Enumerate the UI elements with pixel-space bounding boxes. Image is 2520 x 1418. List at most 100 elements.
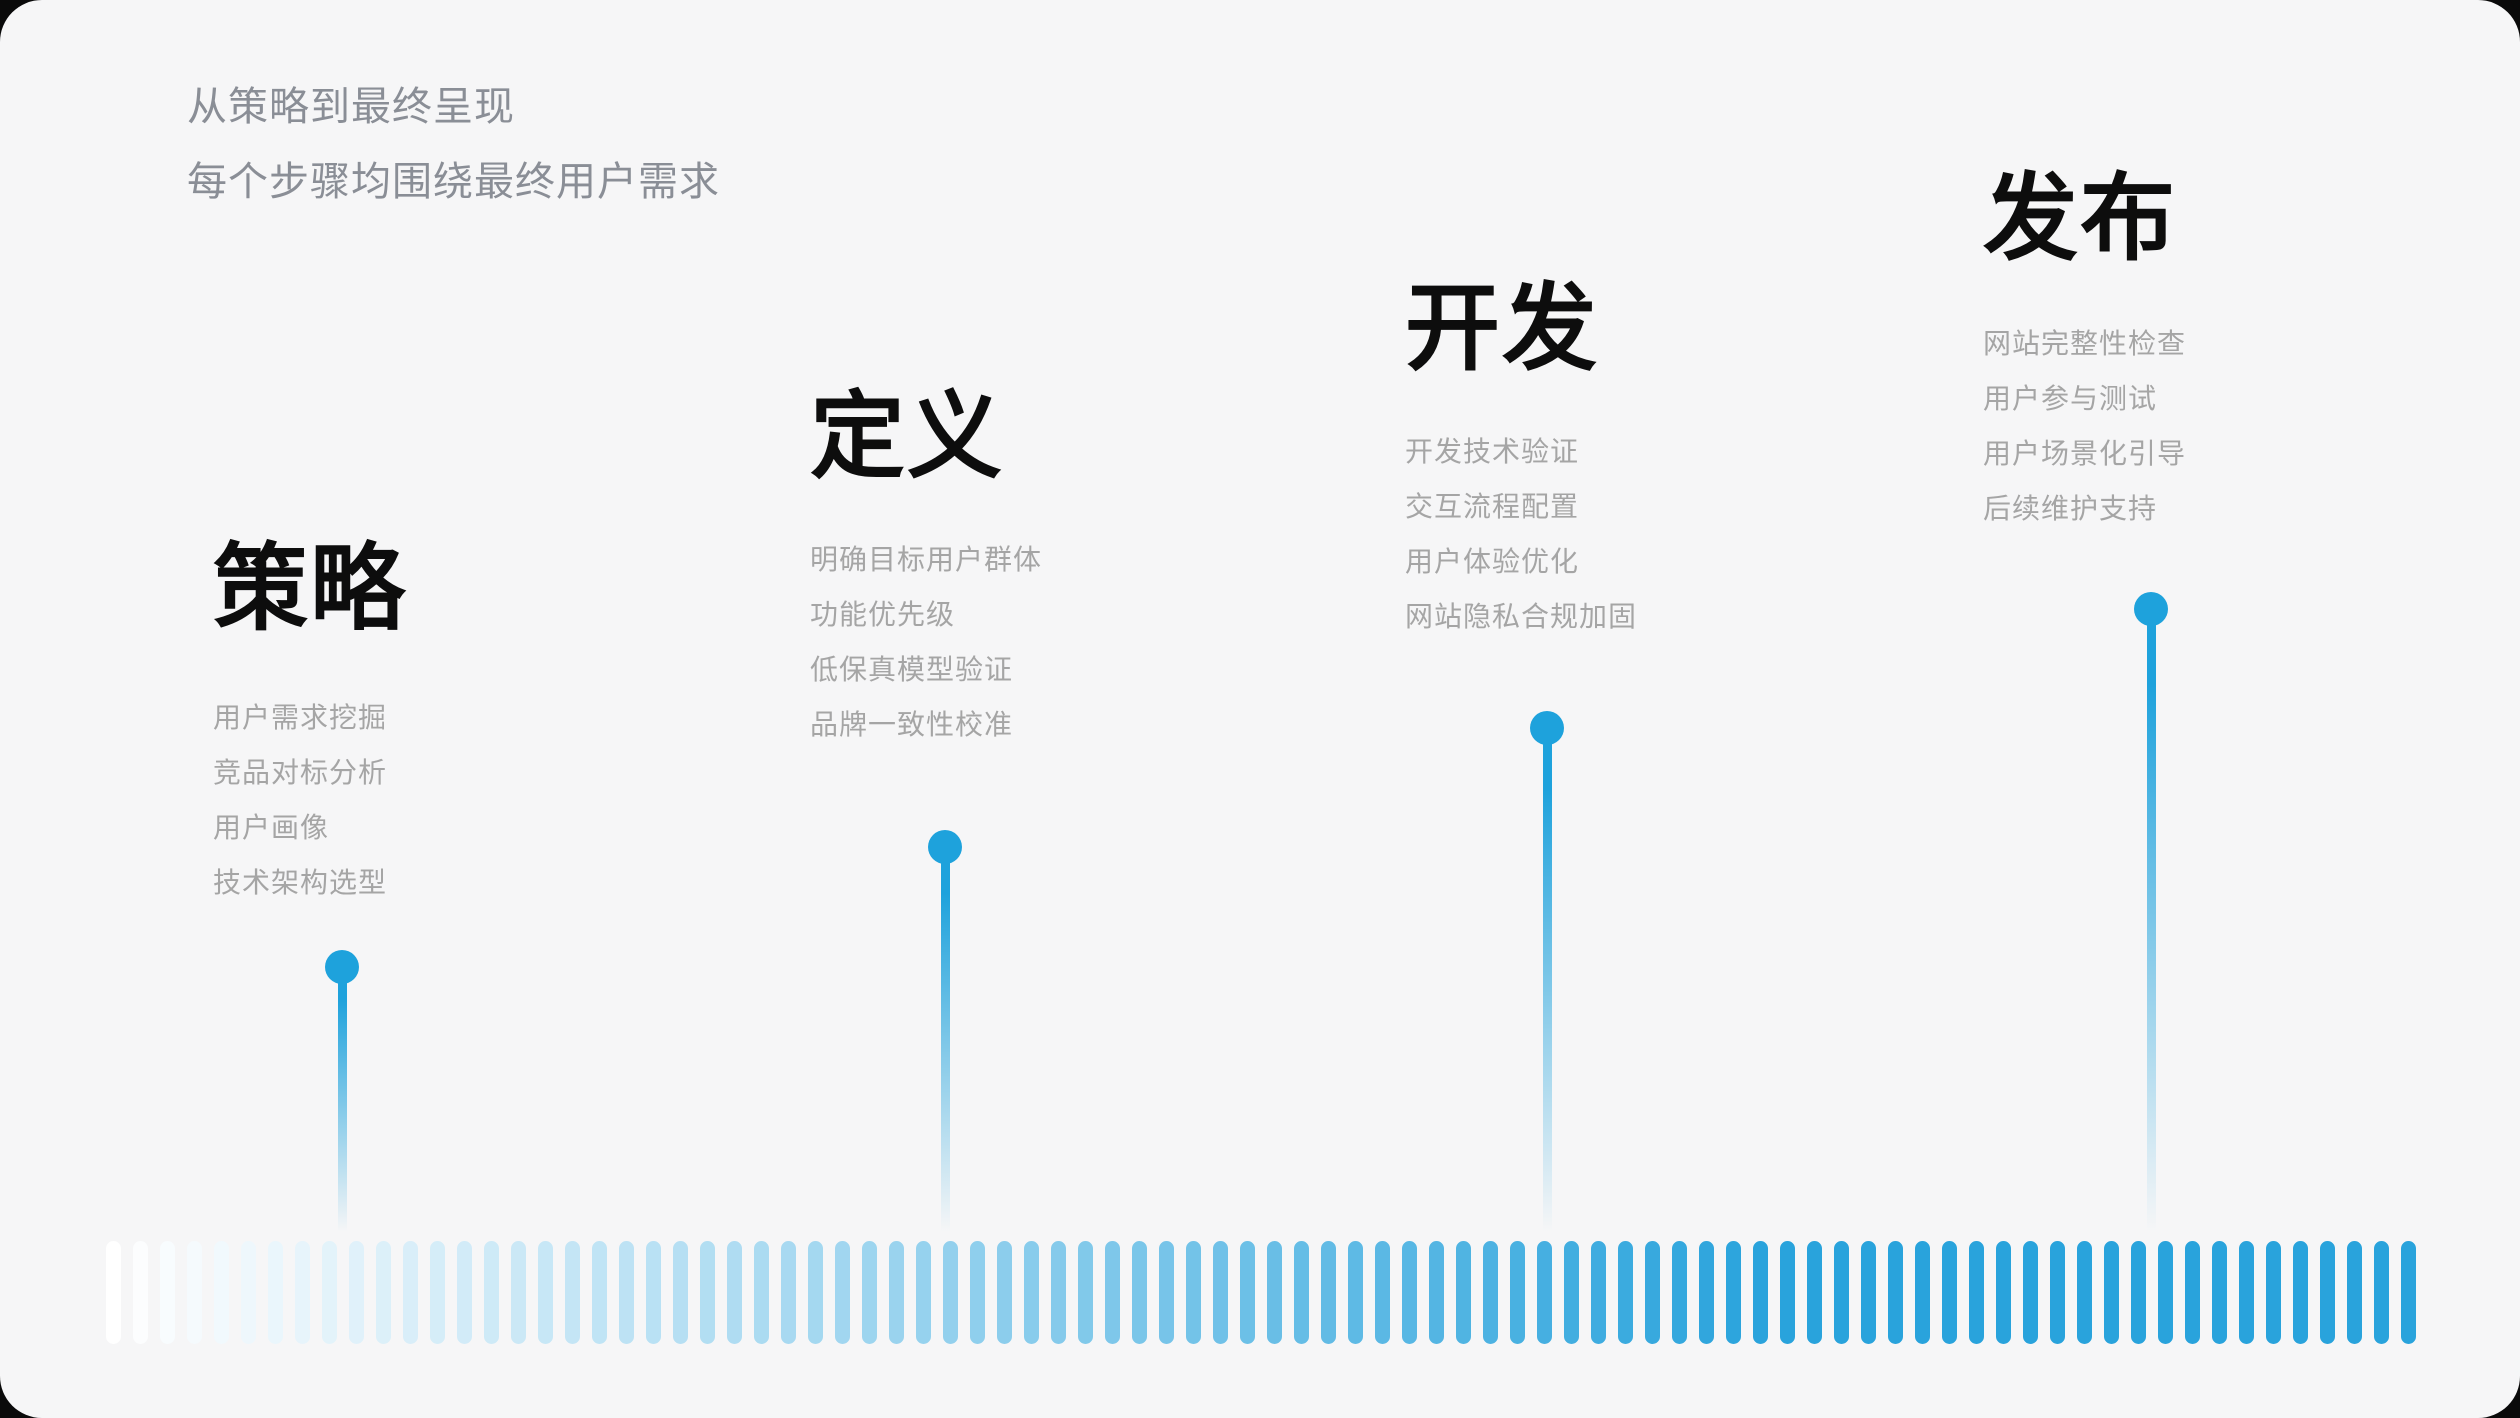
timeline-bar — [2077, 1241, 2092, 1344]
timeline-bar — [970, 1241, 985, 1344]
page-header: 从策略到最终呈现 每个步骤均围绕最终用户需求 — [187, 70, 720, 220]
stage-strategy: 策略 用户需求挖掘 竞品对标分析 用户画像 技术架构选型 — [213, 536, 408, 899]
timeline-bar — [241, 1241, 256, 1344]
timeline-bar — [1429, 1241, 1444, 1344]
timeline-bar — [1780, 1241, 1795, 1344]
timeline-bar — [1240, 1241, 1255, 1344]
stage-title: 定义 — [810, 384, 1005, 490]
timeline-marker-stem — [2147, 609, 2156, 1232]
timeline-bar — [1996, 1241, 2011, 1344]
timeline-bar — [2185, 1241, 2200, 1344]
timeline-bar — [376, 1241, 391, 1344]
timeline-bar — [2131, 1241, 2146, 1344]
timeline-bar — [1321, 1241, 1336, 1344]
stage-develop: 开发 开发技术验证 交互流程配置 用户体验优化 网站隐私合规加固 — [1405, 276, 1636, 633]
stage-item-list: 开发技术验证 交互流程配置 用户体验优化 网站隐私合规加固 — [1405, 424, 1637, 644]
stage-item: 用户需求挖掘 — [213, 702, 388, 733]
stage-item: 开发技术验证 — [1405, 436, 1580, 467]
timeline-bar — [2104, 1241, 2119, 1344]
timeline-bar — [1726, 1241, 1741, 1344]
timeline-bar — [349, 1241, 364, 1344]
timeline-bar — [592, 1241, 607, 1344]
timeline-bar — [1456, 1241, 1471, 1344]
stage-item: 竞品对标分析 — [213, 757, 388, 788]
timeline-bar — [1159, 1241, 1174, 1344]
timeline-bar — [1402, 1241, 1417, 1344]
timeline-bar — [457, 1241, 472, 1344]
timeline-bar — [700, 1241, 715, 1344]
timeline-bar — [1672, 1241, 1687, 1344]
stage-item: 交互流程配置 — [1405, 491, 1580, 522]
timeline-bar — [673, 1241, 688, 1344]
stage-item: 用户场景化引导 — [1983, 438, 2187, 469]
timeline-marker-stem — [941, 847, 950, 1232]
timeline-bar — [1213, 1241, 1228, 1344]
timeline-bar — [1105, 1241, 1120, 1344]
timeline-bar-row — [106, 1241, 2417, 1344]
timeline-bar — [1807, 1241, 1822, 1344]
stage-item: 用户体验优化 — [1405, 546, 1580, 577]
timeline-marker-stem — [338, 967, 347, 1232]
timeline-bar — [2212, 1241, 2227, 1344]
stage-item: 网站完整性检查 — [1983, 328, 2187, 359]
timeline-bar — [403, 1241, 418, 1344]
timeline-bar — [214, 1241, 229, 1344]
timeline-bar — [2293, 1241, 2308, 1344]
timeline-bar — [1483, 1241, 1498, 1344]
timeline-bar — [1267, 1241, 1282, 1344]
stage-title: 开发 — [1405, 276, 1600, 382]
timeline-bar — [565, 1241, 580, 1344]
timeline-bar — [619, 1241, 634, 1344]
timeline-bar — [889, 1241, 904, 1344]
timeline-bar — [1186, 1241, 1201, 1344]
stage-item-list: 用户需求挖掘 竞品对标分析 用户画像 技术架构选型 — [213, 690, 387, 910]
stage-item: 后续维护支持 — [1983, 493, 2158, 524]
timeline-bar — [1375, 1241, 1390, 1344]
timeline-bar — [295, 1241, 310, 1344]
timeline-bar — [1537, 1241, 1552, 1344]
timeline-bar — [1753, 1241, 1768, 1344]
stage-item: 功能优先级 — [810, 599, 956, 630]
timeline-bar — [754, 1241, 769, 1344]
stage-item: 低保真模型验证 — [810, 654, 1014, 685]
timeline-bar — [1294, 1241, 1309, 1344]
timeline-bar — [2320, 1241, 2335, 1344]
timeline-bar — [808, 1241, 823, 1344]
stage-item: 用户画像 — [213, 812, 330, 843]
timeline-bar — [1834, 1241, 1849, 1344]
timeline-bar — [2266, 1241, 2281, 1344]
timeline-bar — [2347, 1241, 2362, 1344]
timeline-bar — [835, 1241, 850, 1344]
timeline-bar — [160, 1241, 175, 1344]
stage-title: 发布 — [1983, 166, 2178, 272]
timeline-bar — [2158, 1241, 2173, 1344]
timeline-bar — [997, 1241, 1012, 1344]
timeline-bar — [2374, 1241, 2389, 1344]
stage-item-list: 网站完整性检查 用户参与测试 用户场景化引导 后续维护支持 — [1983, 316, 2186, 536]
timeline-bar — [1915, 1241, 1930, 1344]
timeline-bar — [1591, 1241, 1606, 1344]
timeline-bar — [2023, 1241, 2038, 1344]
timeline-bar — [2401, 1241, 2416, 1344]
header-line-1: 从策略到最终呈现 — [187, 85, 515, 129]
timeline-bar — [646, 1241, 661, 1344]
timeline-bar — [1564, 1241, 1579, 1344]
timeline-bar — [916, 1241, 931, 1344]
timeline-bar — [1348, 1241, 1363, 1344]
timeline-bar — [106, 1241, 121, 1344]
timeline-bar — [1888, 1241, 1903, 1344]
stage-title: 策略 — [213, 536, 408, 642]
timeline-bar — [1078, 1241, 1093, 1344]
timeline-bar — [1861, 1241, 1876, 1344]
timeline-bar — [2239, 1241, 2254, 1344]
timeline-bar — [1024, 1241, 1039, 1344]
timeline-bar — [187, 1241, 202, 1344]
timeline-bar — [1645, 1241, 1660, 1344]
timeline-bar — [1510, 1241, 1525, 1344]
timeline-bar — [781, 1241, 796, 1344]
timeline-bar — [538, 1241, 553, 1344]
timeline-bar — [1618, 1241, 1633, 1344]
stage-item: 技术架构选型 — [213, 867, 388, 898]
stage-item: 用户参与测试 — [1983, 383, 2158, 414]
